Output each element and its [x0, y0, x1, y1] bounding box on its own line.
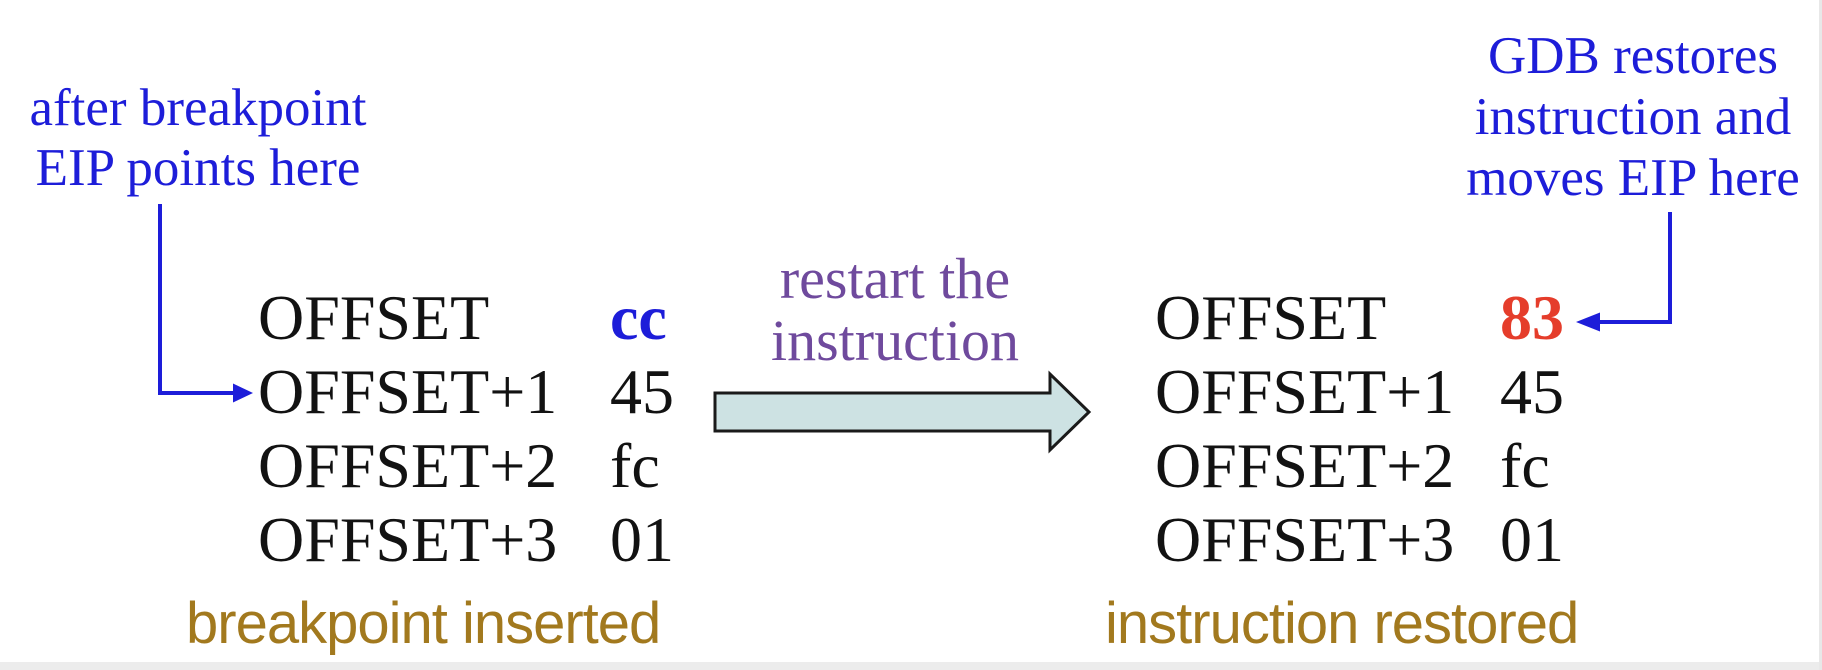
annotation-line: EIP points here [35, 139, 361, 197]
memory-table-before: OFFSET cc OFFSET+1 45 OFFSET+2 fc OFFSET+3 0… [258, 281, 674, 577]
byte-value: 01 [610, 504, 674, 575]
arrow-line [158, 204, 236, 395]
arrow-line [1598, 212, 1672, 324]
block-arrow-right-icon [713, 370, 1092, 454]
byte-value-breakpoint: cc [610, 282, 667, 353]
eip-elbow-arrow-left [158, 204, 253, 403]
offset-label: OFFSET+3 [1155, 504, 1455, 575]
memory-row: OFFSET cc [258, 281, 674, 355]
memory-row: OFFSET+3 01 [258, 503, 674, 577]
memory-row: OFFSET+1 45 [258, 355, 674, 429]
memory-row: OFFSET+3 01 [1155, 503, 1564, 577]
annotation-after-breakpoint: after breakpoint EIP points here [24, 78, 372, 198]
offset-label: OFFSET+2 [1155, 430, 1455, 501]
transition-line: instruction [770, 308, 1020, 373]
offset-label: OFFSET+1 [258, 356, 558, 427]
memory-table-after: OFFSET 83 OFFSET+1 45 OFFSET+2 fc OFFSET+3 0… [1155, 281, 1564, 577]
restart-block-arrow [713, 370, 1092, 454]
byte-value: 45 [610, 356, 674, 427]
offset-label: OFFSET+3 [258, 504, 558, 575]
annotation-line: instruction and [1474, 88, 1792, 146]
annotation-line: GDB restores [1488, 27, 1778, 85]
byte-value: 45 [1500, 356, 1564, 427]
arrow-head-left-icon [1576, 312, 1600, 332]
memory-row: OFFSET+1 45 [1155, 355, 1564, 429]
byte-value: fc [1500, 430, 1550, 501]
right-edge-line [1819, 0, 1822, 670]
offset-label: OFFSET+1 [1155, 356, 1455, 427]
annotation-gdb-restores: GDB restores instruction and moves EIP h… [1456, 26, 1810, 209]
memory-row: OFFSET 83 [1155, 281, 1564, 355]
byte-value-restored: 83 [1500, 282, 1564, 353]
memory-row: OFFSET+2 fc [258, 429, 674, 503]
arrow-head-right-icon [233, 383, 253, 403]
caption-instruction-restored: instruction restored [1105, 591, 1579, 656]
byte-value: fc [610, 430, 660, 501]
bottom-strip [0, 662, 1822, 670]
annotation-line: moves EIP here [1466, 149, 1800, 207]
memory-row: OFFSET+2 fc [1155, 429, 1564, 503]
offset-label: OFFSET+2 [258, 430, 558, 501]
byte-value: 01 [1500, 504, 1564, 575]
eip-elbow-arrow-right [1576, 212, 1672, 332]
annotation-line: after breakpoint [29, 79, 367, 137]
transition-line: restart the [779, 246, 1011, 311]
offset-label: OFFSET [1155, 282, 1387, 353]
caption-breakpoint-inserted: breakpoint inserted [186, 591, 661, 656]
transition-label: restart the instruction [742, 248, 1048, 372]
offset-label: OFFSET [258, 282, 490, 353]
